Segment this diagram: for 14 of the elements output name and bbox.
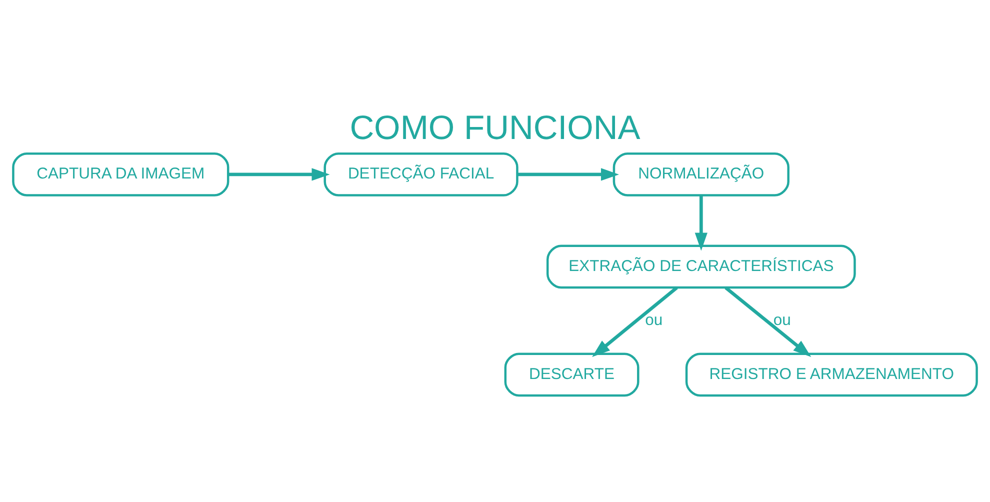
- diagram-title: COMO FUNCIONA: [350, 108, 640, 146]
- node-box: CAPTURA DA IMAGEM: [12, 152, 230, 196]
- node-box: DESCARTE: [504, 352, 640, 396]
- arrow: [724, 286, 812, 356]
- arrow: [228, 168, 330, 180]
- node-box: REGISTRO E ARMAZENAMENTO: [685, 352, 978, 396]
- node-box: DETECÇÃO FACIAL: [324, 152, 518, 196]
- arrow: [517, 168, 620, 180]
- edge-label: ou: [645, 311, 663, 328]
- edge-label: ou: [773, 311, 791, 328]
- arrow: [694, 195, 708, 250]
- arrow: [592, 286, 678, 356]
- node-box: NORMALIZAÇÃO: [612, 152, 790, 196]
- node-box: EXTRAÇÃO DE CARACTERÍSTICAS: [546, 244, 856, 288]
